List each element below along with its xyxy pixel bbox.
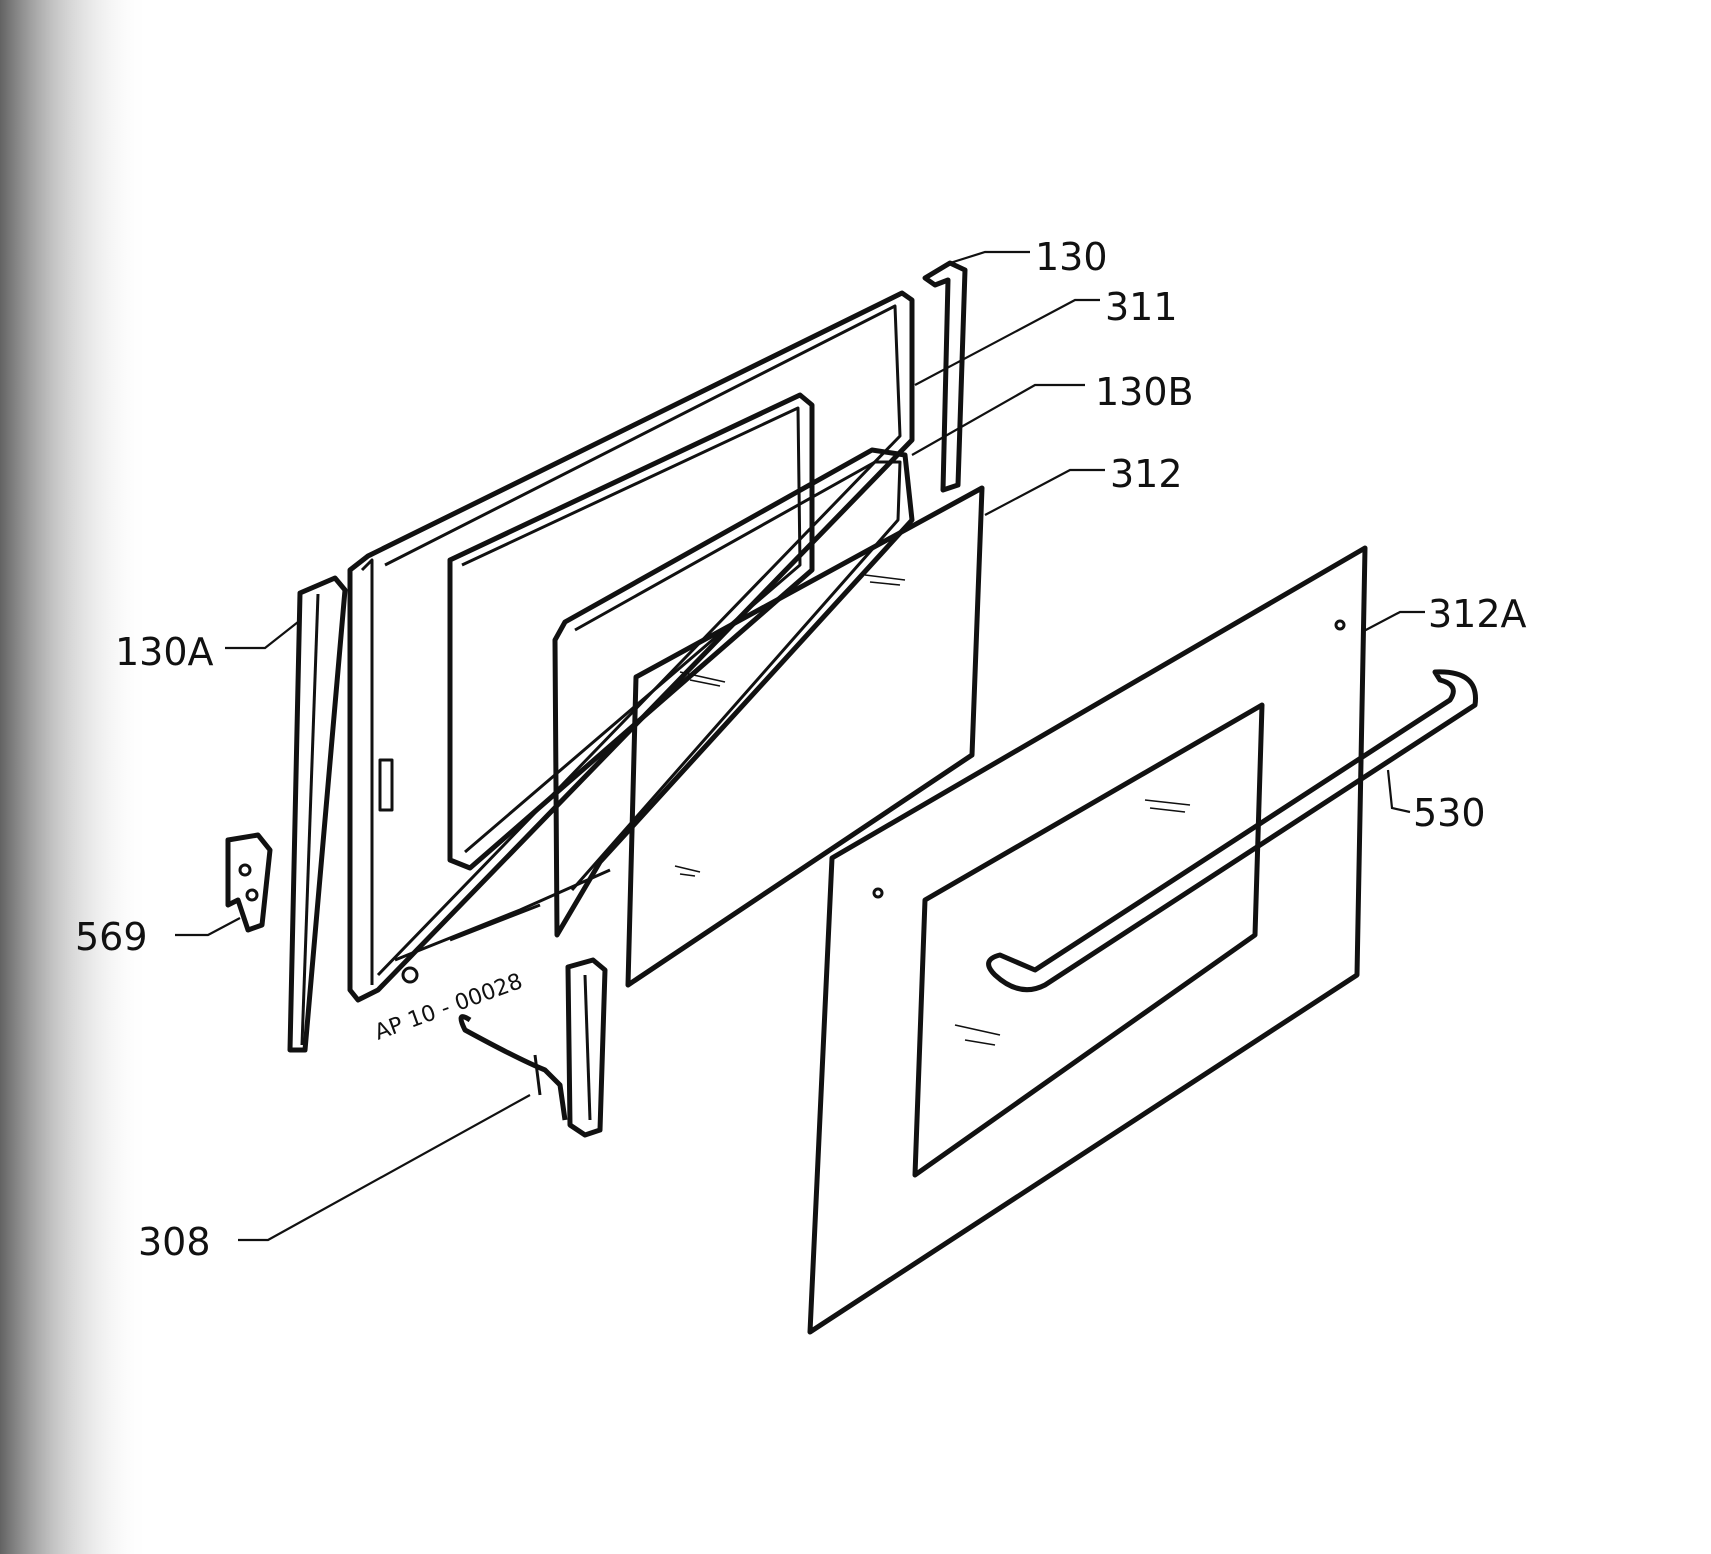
label-312a: 312A: [1428, 592, 1527, 636]
part-130a-strip: [287, 575, 348, 1053]
leader-130b: [911, 383, 1085, 456]
part-569-bracket: [225, 832, 273, 933]
label-130: 130: [1035, 235, 1108, 279]
leader-130a: [225, 621, 299, 650]
label-130b: 130B: [1095, 370, 1194, 414]
leader-312: [984, 468, 1105, 516]
leader-569: [175, 917, 241, 937]
part-inner-window-frame: [447, 392, 815, 871]
part-312a-front-panel: [807, 545, 1368, 1335]
part-312-glass: [625, 485, 985, 988]
part-311-frame: [347, 290, 915, 1003]
label-530: 530: [1413, 791, 1486, 835]
label-130a: 130A: [115, 630, 214, 674]
label-312: 312: [1110, 452, 1183, 496]
part-130b-gasket: [552, 447, 915, 938]
label-308: 308: [138, 1220, 211, 1264]
scan-shading: [0, 0, 150, 1554]
label-569: 569: [75, 915, 148, 959]
part-130-clip: [922, 260, 968, 493]
leader-312a: [1361, 610, 1425, 633]
part-308-hinge: [458, 957, 608, 1138]
part-530-handle: [986, 669, 1478, 993]
label-311: 311: [1105, 285, 1178, 329]
drawing-reference: AP 10 - 00028: [372, 969, 526, 1046]
leader-530: [1386, 769, 1411, 814]
leader-308: [238, 1094, 531, 1242]
leader-130: [949, 250, 1030, 265]
leader-lines: [175, 250, 1425, 1242]
leader-311: [914, 298, 1100, 386]
